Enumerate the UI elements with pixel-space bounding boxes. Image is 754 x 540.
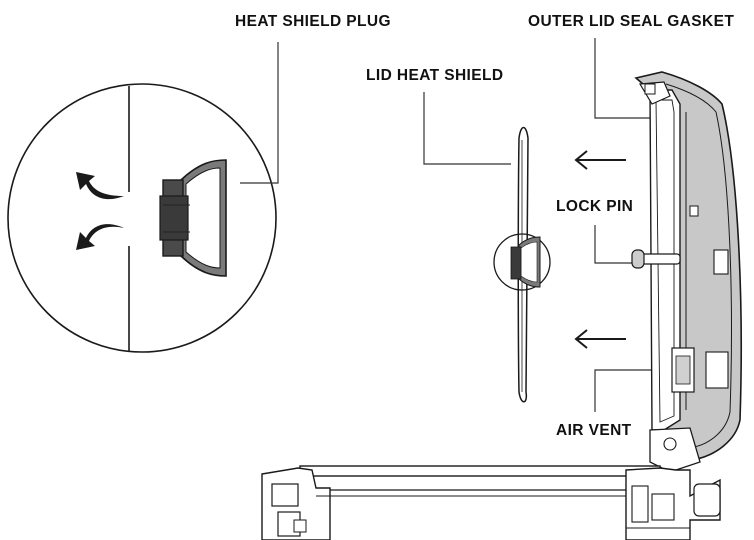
label-air-vent: AIR VENT — [556, 422, 632, 439]
detail-circle — [7, 83, 277, 353]
insertion-arrows — [574, 150, 626, 349]
leader-outer-gasket — [594, 38, 660, 119]
leader-lock-pin — [594, 225, 634, 264]
label-outer-lid-seal-gasket: OUTER LID SEAL GASKET — [528, 13, 735, 30]
plug-locator-circle — [493, 233, 551, 291]
grill-body — [261, 465, 721, 540]
leader-lines — [240, 38, 670, 412]
lid-heat-shield-part — [493, 126, 551, 403]
label-lid-heat-shield: LID HEAT SHIELD — [366, 67, 504, 84]
leader-air-vent — [594, 369, 670, 412]
detail-magnifier — [7, 83, 277, 353]
air-vent-part — [671, 347, 729, 393]
label-heat-shield-plug: HEAT SHIELD PLUG — [235, 13, 391, 30]
lid-assembly — [631, 71, 742, 473]
lock-pin-part — [631, 249, 681, 269]
detail-removal-arrows — [76, 172, 124, 250]
label-lock-pin: LOCK PIN — [556, 198, 634, 215]
leader-lid-heat-shield — [423, 92, 511, 165]
leader-heat-shield-plug — [240, 42, 279, 184]
detail-plug — [159, 159, 227, 277]
